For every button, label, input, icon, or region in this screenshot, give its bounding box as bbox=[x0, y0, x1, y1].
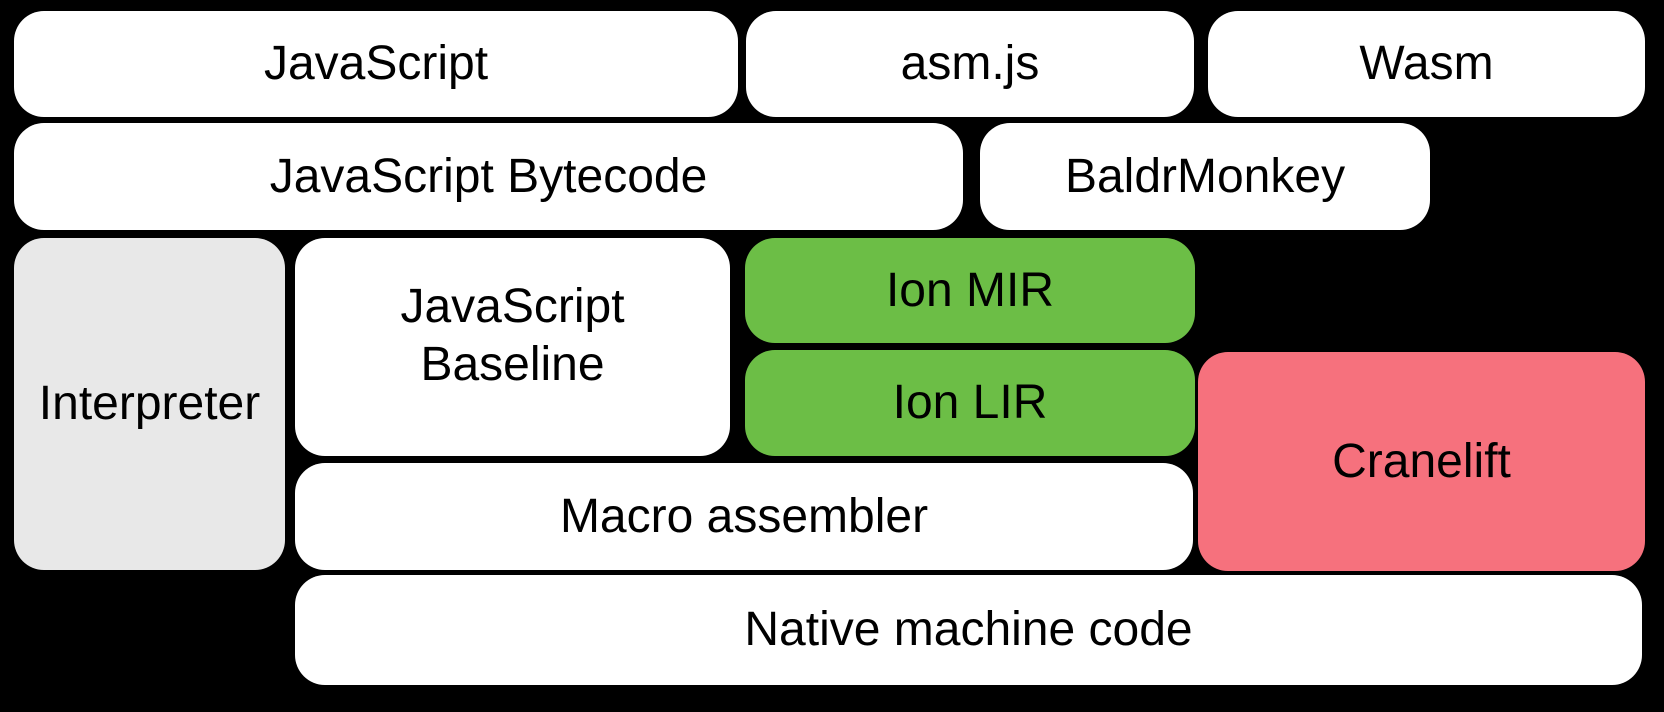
box-ion-mir: Ion MIR bbox=[745, 238, 1195, 343]
box-javascript-bytecode: JavaScript Bytecode bbox=[14, 123, 963, 230]
box-macro-assembler: Macro assembler bbox=[295, 463, 1193, 570]
box-interpreter: Interpreter bbox=[14, 238, 285, 570]
box-baldrmonkey: BaldrMonkey bbox=[980, 123, 1430, 230]
box-native-machine-code: Native machine code bbox=[295, 575, 1642, 685]
box-javascript: JavaScript bbox=[14, 11, 738, 117]
box-cranelift: Cranelift bbox=[1198, 352, 1645, 571]
box-asmjs: asm.js bbox=[746, 11, 1194, 117]
box-javascript-baseline: JavaScript Baseline bbox=[295, 238, 730, 456]
box-wasm: Wasm bbox=[1208, 11, 1645, 117]
box-ion-lir: Ion LIR bbox=[745, 350, 1195, 456]
